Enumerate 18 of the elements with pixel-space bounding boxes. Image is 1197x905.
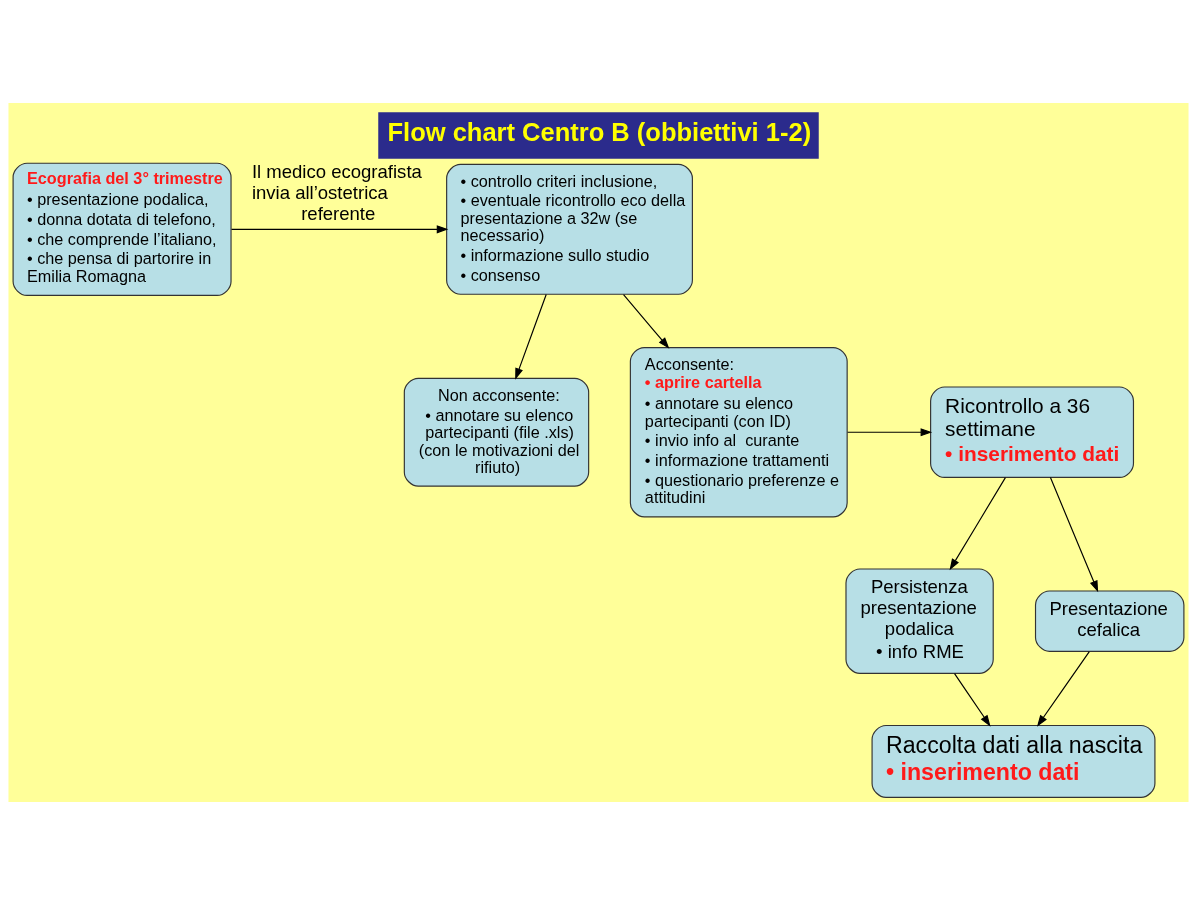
node-box: Acconsente: • aprire cartella • annotare su elenco partecipanti (con ID) • invio info al curante • informazione trattamenti • questionario preferenze e attitudini [629,347,848,518]
arrow [230,225,449,234]
node-box: Raccolta dati alla nascita • inserimento dati [871,724,1156,798]
node-box: Persistenza presentazione podalica • info RME [845,568,994,674]
arrow [622,293,670,349]
node-box: Ricontrollo a 36 settimane • inserimento dati [930,386,1135,478]
arrow [953,673,991,727]
node-box: Ecografia del 3° trimestre • presentazione podalica, • donna dotata di telefono, • che comprende l’italiano, • che pensa di partorire in Emilia Romagna [12,162,232,296]
arrow [1049,477,1099,593]
arrow [515,293,547,380]
node-box: • controllo criteri inclusione, • eventuale ricontrollo eco della presentazione a 32w (se necessario) • informazione sullo studio • consenso [446,163,693,295]
edge-label: Il medico ecografista invia all’ostetrica referente [251,161,422,224]
node-box: Non acconsente: • annotare su elenco partecipanti (file .xls) (con le motivazioni del rifiuto) [403,377,590,487]
arrow [1036,651,1090,727]
node-box: Presentazione cefalica [1034,590,1185,652]
diagram-title: Flow chart Centro B (obbiettivi 1-2) [387,117,812,146]
arrow [949,477,1006,571]
arrow [847,428,933,437]
